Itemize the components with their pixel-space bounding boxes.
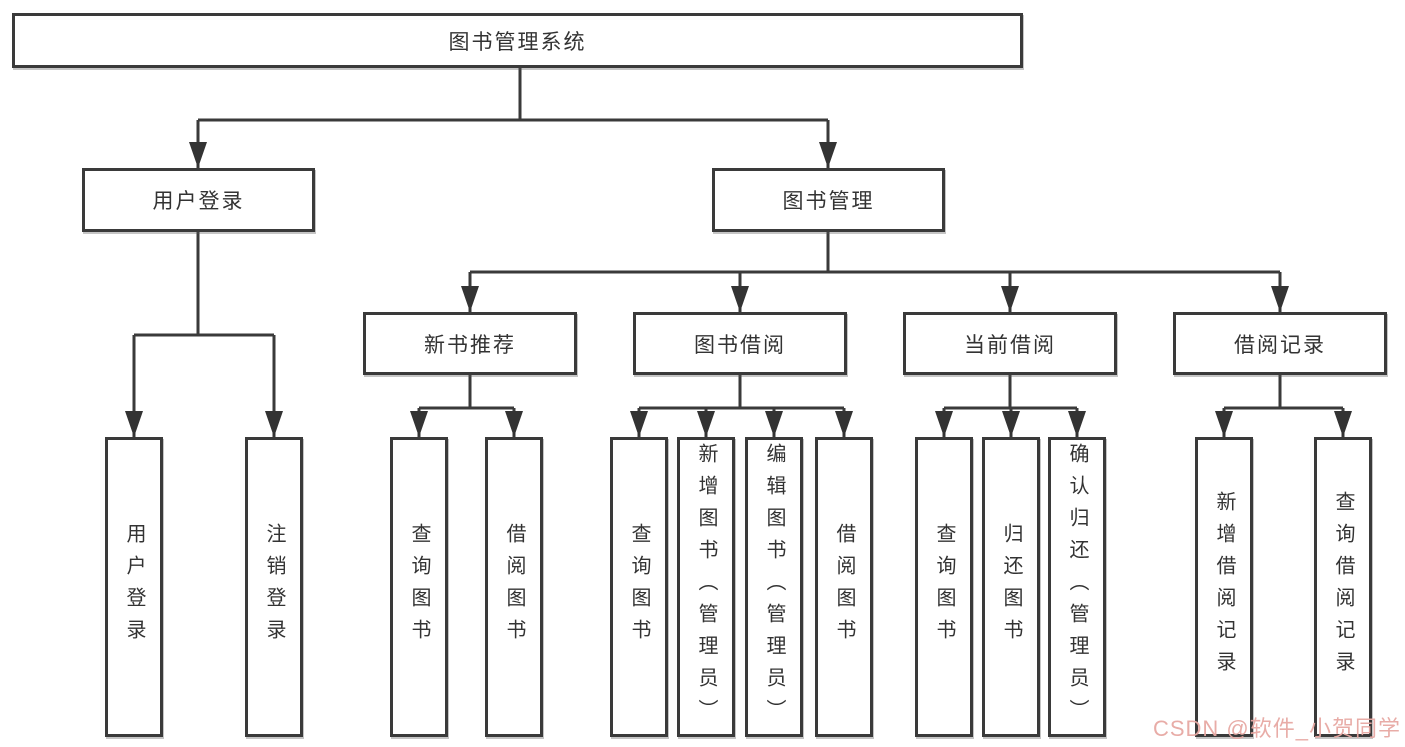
node-book-borrowing: 图书借阅: [633, 312, 847, 375]
node-leaf-cb-return-books: 归还图书: [982, 437, 1040, 737]
leaf-label: 新增借阅记录: [1213, 491, 1235, 683]
leaf-label: 借阅图书: [833, 523, 855, 651]
leaf-label: 查询借阅记录: [1332, 491, 1354, 683]
node-borrowing-records: 借阅记录: [1173, 312, 1387, 375]
leaf-label: 查询图书: [628, 523, 650, 651]
leaf-label: 确认归还（管理员）: [1066, 443, 1088, 731]
node-leaf-logout: 注销登录: [245, 437, 303, 737]
node-leaf-bb-query-books: 查询图书: [610, 437, 668, 737]
node-leaf-cb-query-books: 查询图书: [915, 437, 973, 737]
leaf-label: 用户登录: [123, 523, 145, 651]
node-current-borrowing: 当前借阅: [903, 312, 1117, 375]
leaf-label: 归还图书: [1000, 523, 1022, 651]
node-book-management: 图书管理: [712, 168, 945, 232]
node-leaf-user-login: 用户登录: [105, 437, 163, 737]
leaf-label: 借阅图书: [503, 523, 525, 651]
leaf-label: 查询图书: [933, 523, 955, 651]
leaf-label: 查询图书: [408, 523, 430, 651]
node-leaf-cb-confirm-return: 确认归还（管理员）: [1048, 437, 1106, 737]
node-new-book-recommend: 新书推荐: [363, 312, 577, 375]
node-leaf-bb-borrow-books: 借阅图书: [815, 437, 873, 737]
node-leaf-nb-query-books: 查询图书: [390, 437, 448, 737]
leaf-label: 新增图书（管理员）: [695, 443, 717, 731]
leaf-label: 注销登录: [263, 523, 285, 651]
node-leaf-br-add-record: 新增借阅记录: [1195, 437, 1253, 737]
node-user-login: 用户登录: [82, 168, 315, 232]
csdn-watermark: CSDN @软件_小贺同学: [1152, 716, 1401, 741]
leaf-label: 编辑图书（管理员）: [763, 443, 785, 731]
node-leaf-nb-borrow-books: 借阅图书: [485, 437, 543, 737]
node-leaf-bb-add-books: 新增图书（管理员）: [677, 437, 735, 737]
node-leaf-br-query-record: 查询借阅记录: [1314, 437, 1372, 737]
node-leaf-bb-edit-books: 编辑图书（管理员）: [745, 437, 803, 737]
node-root: 图书管理系统: [12, 13, 1023, 68]
